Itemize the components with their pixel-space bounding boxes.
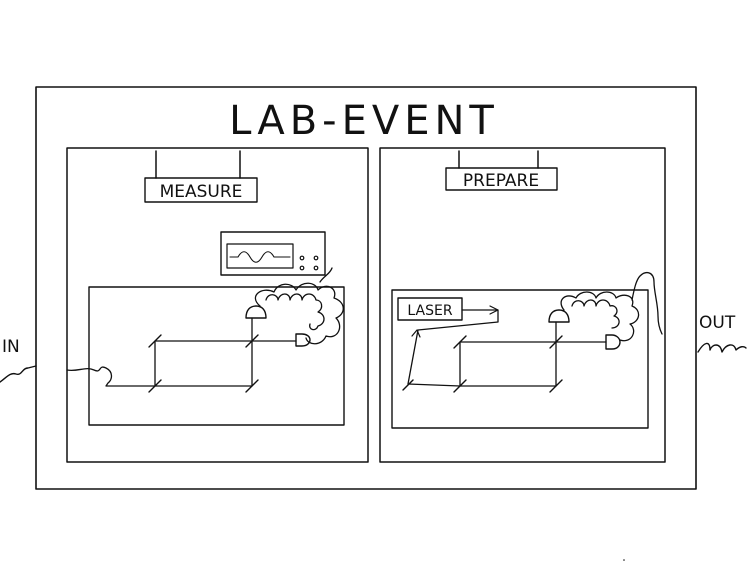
laser-beam-arrowhead [489,305,499,315]
measure-panel: MEASURE [66,147,369,463]
prepare-mirror [453,379,467,393]
measure-detector-cable [254,267,344,345]
measure-mirror [245,379,259,393]
measure-input-fiber [66,366,156,387]
measure-optical-table [88,286,345,426]
prepare-panel-frame [379,147,666,463]
out-port-label: OUT [699,313,736,333]
prepare-beam-splitter [549,335,563,349]
stray-mark [623,559,625,561]
oscilloscope-body [220,231,326,276]
lab-event-box [35,86,697,490]
measure-detector-top [245,305,267,319]
laser-label: LASER [407,303,452,319]
prepare-detector-cable [560,271,663,342]
oscilloscope-screen [226,243,294,269]
measure-sign-label: MEASURE [160,182,243,202]
laser-device [397,297,463,321]
prepare-mirror [402,379,414,391]
prepare-beam-path [459,341,557,387]
prepare-panel: PREPARE LASER [379,147,666,463]
in-port-label: IN [2,337,20,357]
oscilloscope-knob [299,265,305,271]
measure-detector-right [295,333,311,347]
prepare-mirror [453,335,467,349]
diagram-title: LAB-EVENT [229,98,499,144]
oscilloscope-waveform [229,251,291,263]
measure-mirror [148,334,162,348]
measure-panel-frame [66,147,369,463]
out-signal-wave [697,342,747,353]
oscilloscope-knob [313,265,319,271]
laser-beam [407,309,499,387]
prepare-sign-label: PREPARE [463,171,539,191]
measure-beam-splitter [245,334,259,348]
prepare-sign [445,167,558,191]
prepare-detector-right [605,334,621,350]
prepare-detector-top [548,309,570,323]
prepare-optical-table [391,289,649,429]
oscilloscope-knob [313,255,319,261]
laser-beam-arrowhead [411,329,421,338]
measure-sign [144,177,258,203]
measure-beam-path [154,340,253,387]
prepare-mirror [549,379,563,393]
oscilloscope-knob [299,255,305,261]
measure-mirror [148,379,162,393]
in-signal-wave [0,365,37,383]
